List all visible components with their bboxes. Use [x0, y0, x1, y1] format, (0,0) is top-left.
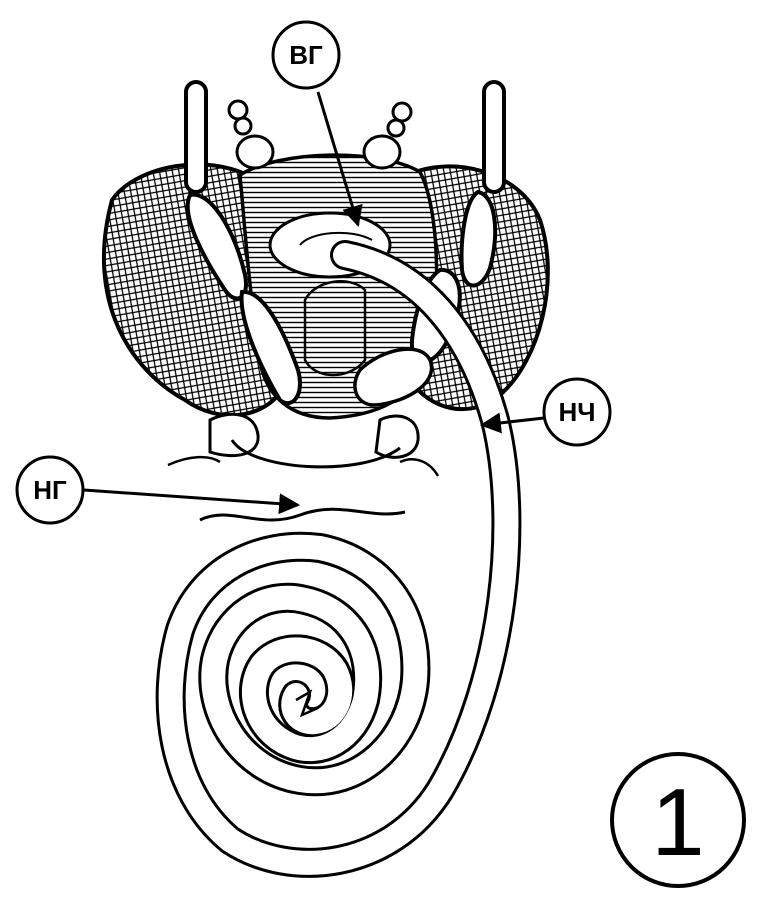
- label-ng: НГ: [17, 457, 298, 523]
- label-vg-text: ВГ: [289, 40, 323, 70]
- figure-number-badge: 1: [612, 754, 744, 886]
- figure-number: 1: [651, 769, 704, 876]
- label-nch-text: НЧ: [558, 397, 595, 427]
- label-ng-arrow: [84, 490, 298, 505]
- label-ng-text: НГ: [33, 475, 67, 505]
